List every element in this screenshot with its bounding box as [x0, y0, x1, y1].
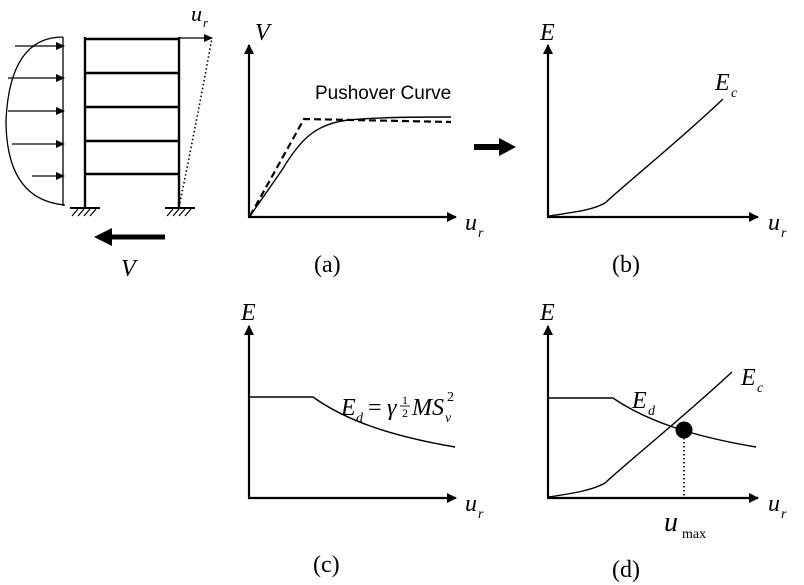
- capacity-energy-curve: [548, 98, 724, 217]
- deformed-shape: [178, 37, 213, 208]
- pushover-curve-label: Pushover Curve: [315, 83, 451, 104]
- panel-c-caption: (c): [313, 552, 340, 578]
- svg-text:MS: MS: [411, 395, 444, 421]
- demand-energy-equation: E d = γ 1 2 MS v 2: [340, 390, 454, 426]
- panel-b-y-label: E: [539, 20, 555, 46]
- panel-a-caption: (a): [314, 252, 341, 278]
- panel-b-x-sub: r: [781, 226, 787, 241]
- top-displacement-label: u: [191, 1, 202, 26]
- svg-text:1: 1: [402, 393, 408, 407]
- panel-b-caption: (b): [612, 252, 640, 278]
- demand-energy-curve: [250, 396, 456, 448]
- svg-text:2: 2: [402, 406, 408, 420]
- panel-b-x-label: u: [768, 210, 780, 236]
- ed-label: E: [631, 388, 647, 414]
- svg-text:v: v: [445, 411, 452, 426]
- panel-c-x-sub: r: [478, 507, 484, 522]
- umax-sub: max: [682, 527, 706, 542]
- panel-c: E u r E d = γ 1 2 MS v 2 (c): [240, 300, 484, 578]
- panel-a: V u r Pushover Curve (a): [244, 20, 484, 278]
- base-shear-arrow-head: [94, 228, 112, 246]
- performance-point: [675, 421, 693, 439]
- panel-d-caption: (d): [612, 557, 640, 583]
- panel-c-x-label: u: [465, 491, 477, 517]
- base-shear-label: V: [121, 256, 138, 282]
- right-support: [165, 207, 195, 217]
- panel-a-x-label: u: [465, 210, 477, 236]
- umax-label: u: [664, 507, 678, 538]
- pushover-curve: [249, 116, 452, 217]
- panel-d-x-sub: r: [781, 507, 787, 522]
- svg-text:E: E: [340, 395, 356, 421]
- demand-energy-curve: [549, 397, 757, 448]
- panel-c-y-label: E: [240, 300, 256, 326]
- panel-a-y-label: V: [255, 20, 272, 46]
- transition-arrow-head: [499, 138, 516, 156]
- ec-sub: c: [731, 86, 738, 101]
- panel-b: E u r E c (b): [539, 20, 787, 278]
- capacity-energy-curve: [548, 371, 733, 498]
- panel-d-x-label: u: [768, 491, 780, 517]
- building-frame: u r V: [5, 1, 213, 282]
- ed-sub: d: [648, 404, 656, 419]
- svg-text:d: d: [356, 411, 364, 426]
- svg-text:2: 2: [447, 390, 454, 405]
- panel-a-x-sub: r: [478, 226, 484, 241]
- ec-label: E: [740, 365, 756, 391]
- panel-d-y-label: E: [539, 300, 555, 326]
- bilinear-idealization: [249, 117, 452, 217]
- top-displacement-sub: r: [203, 15, 209, 30]
- lateral-load-profile: [5, 36, 66, 206]
- ec-sub: c: [757, 381, 764, 396]
- ec-label: E: [714, 70, 730, 96]
- left-support: [70, 207, 100, 217]
- svg-text:=: =: [362, 395, 388, 421]
- svg-text:γ: γ: [387, 395, 397, 421]
- panel-d: E u r E d E c u max (d): [539, 300, 787, 583]
